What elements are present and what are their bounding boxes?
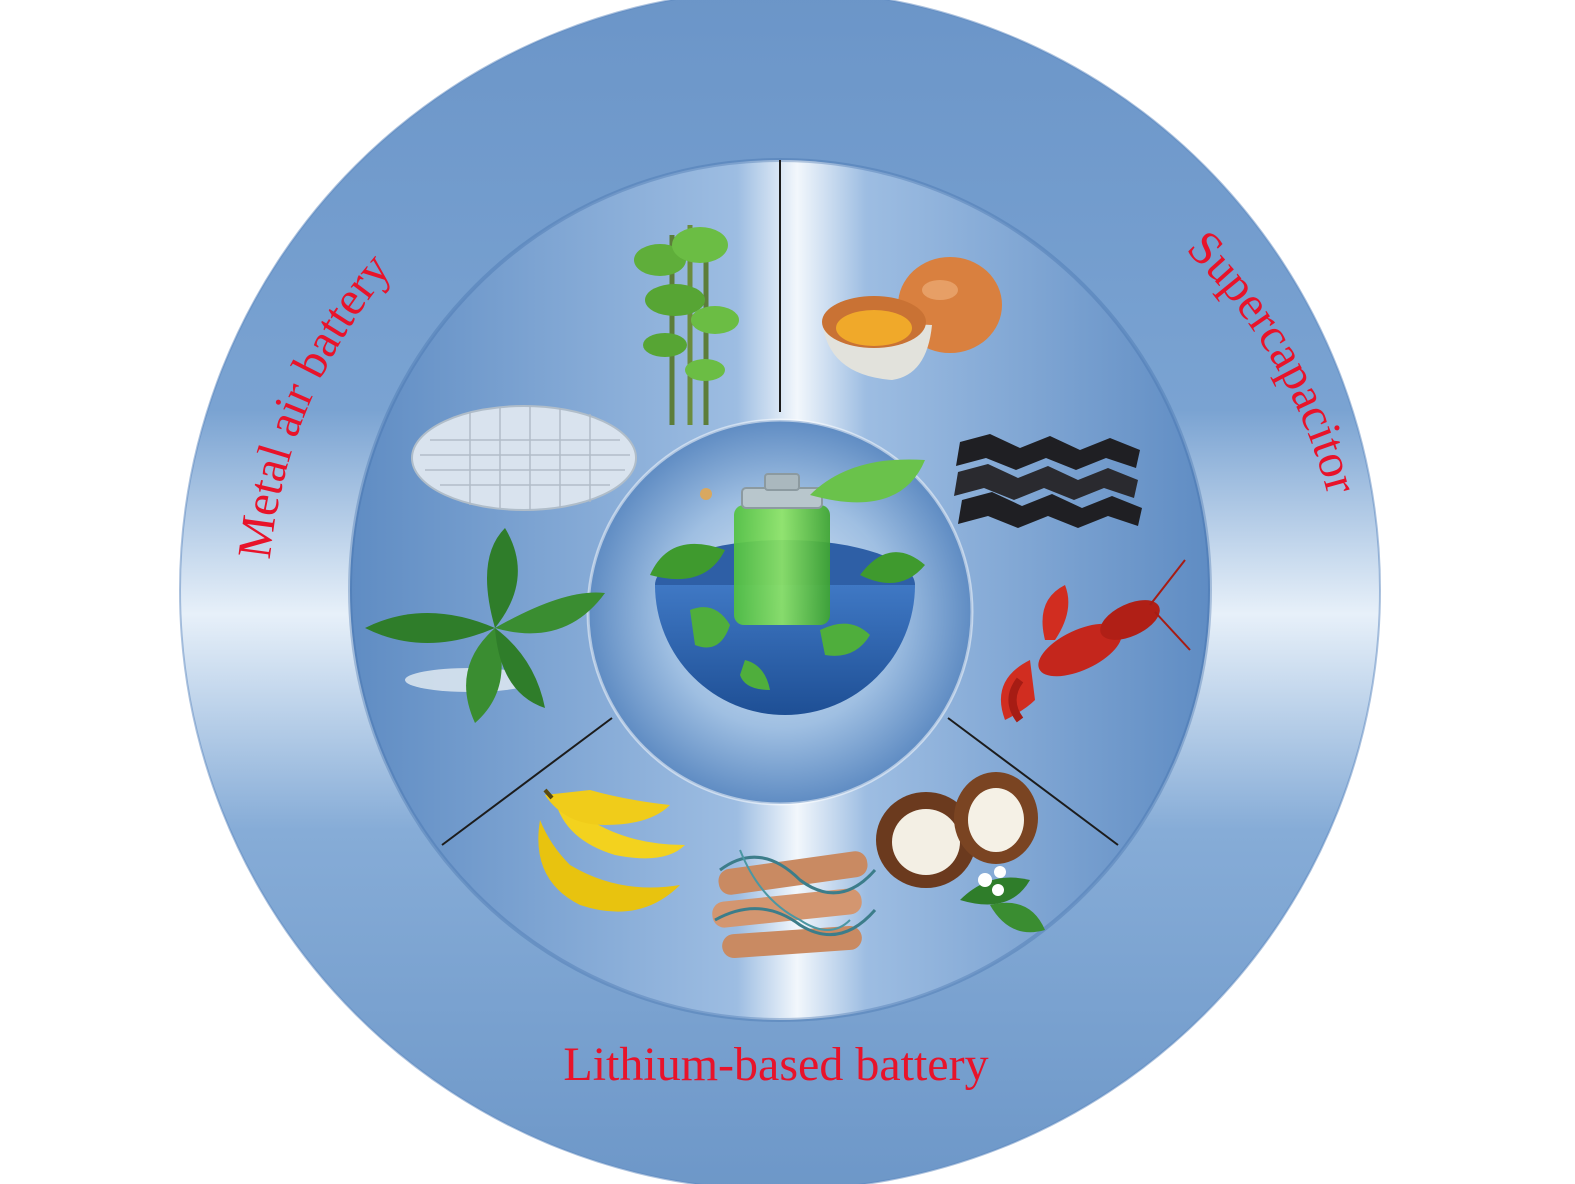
carbon-sheets-icon xyxy=(954,434,1142,528)
lithium-based-battery-label: Lithium-based battery xyxy=(563,1038,988,1091)
mesh-disc-icon xyxy=(412,406,636,510)
